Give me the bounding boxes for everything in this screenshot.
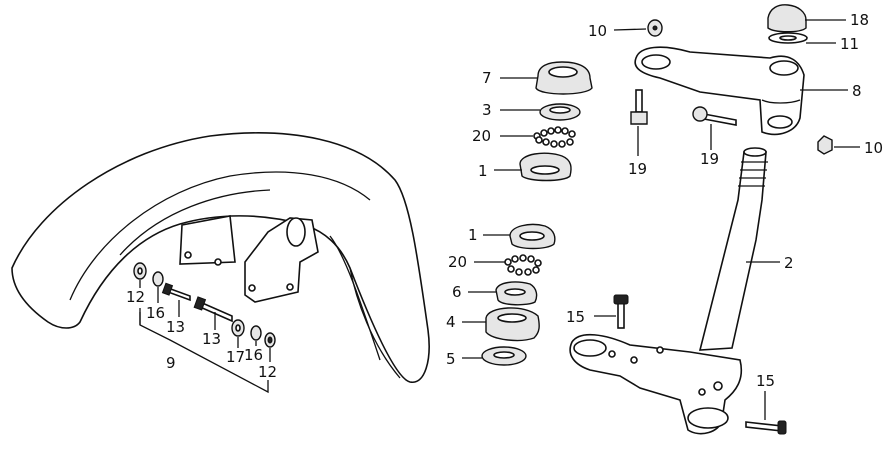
ball-ring-top	[533, 126, 576, 148]
callout-19-right: 19	[700, 150, 719, 168]
callout-15-left: 15	[566, 308, 585, 326]
callout-12-right: 12	[258, 363, 277, 381]
callout-19-left: 19	[628, 160, 647, 178]
callout-20-mid: 20	[448, 253, 467, 271]
stem-nut	[767, 4, 808, 44]
callout-3: 3	[482, 101, 492, 119]
callout-labels: 10 18 11 7 8 3 20 1 19 19 10 2 1 20 6 4 …	[126, 11, 883, 390]
bottom-bridge	[569, 333, 743, 435]
bolts-19	[630, 89, 737, 126]
steering-stem	[698, 147, 768, 351]
top-bridge	[634, 46, 805, 136]
callout-13-left: 13	[166, 318, 185, 336]
callout-1-mid: 1	[468, 226, 478, 244]
upper-bearings	[519, 61, 593, 182]
callout-7: 7	[482, 69, 492, 87]
ball-ring-bottom	[504, 254, 542, 276]
callout-5: 5	[446, 350, 456, 368]
callout-10-right: 10	[864, 139, 883, 157]
callout-12-left: 12	[126, 288, 145, 306]
callout-20-top: 20	[472, 127, 491, 145]
callout-2: 2	[784, 254, 794, 272]
callout-4: 4	[446, 313, 456, 331]
callout-17: 17	[226, 348, 245, 366]
callout-15-right: 15	[756, 372, 775, 390]
fender-bracket	[179, 215, 319, 303]
fender-hardware	[133, 262, 276, 348]
callout-16-right: 16	[244, 346, 263, 364]
lower-bearings	[481, 223, 556, 366]
callout-9: 9	[166, 354, 176, 372]
front-fender	[11, 132, 430, 383]
callout-11: 11	[840, 35, 859, 53]
callout-16-left: 16	[146, 304, 165, 322]
leader-lines	[139, 19, 860, 420]
nuts-10	[647, 19, 833, 155]
bolt-15	[613, 294, 787, 435]
callout-1-top: 1	[478, 162, 488, 180]
callout-13-right: 13	[202, 330, 221, 348]
callout-18: 18	[850, 11, 869, 29]
callout-10-top: 10	[588, 22, 607, 40]
callout-6: 6	[452, 283, 462, 301]
callout-8: 8	[852, 82, 862, 100]
